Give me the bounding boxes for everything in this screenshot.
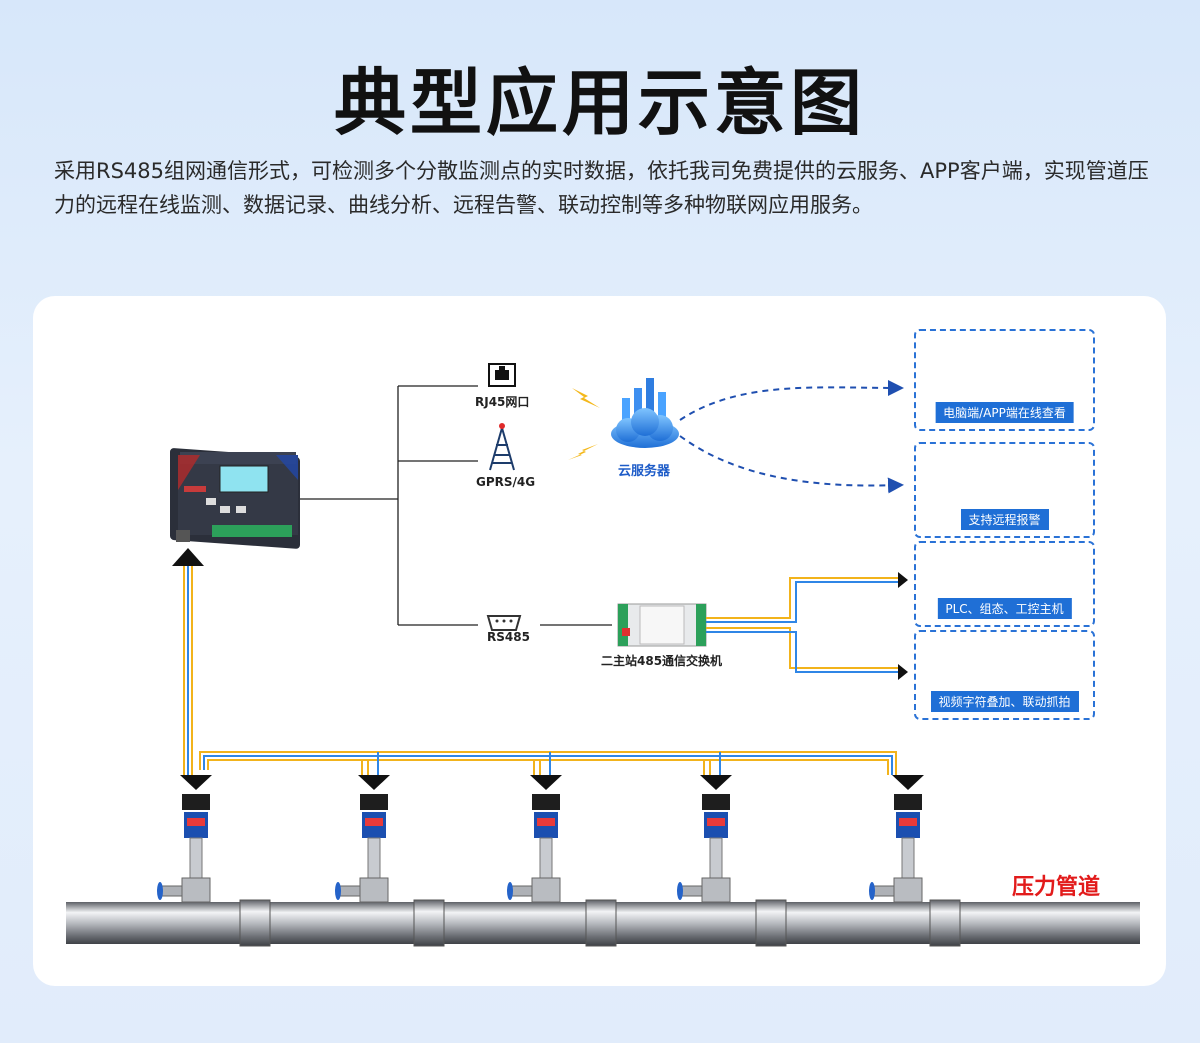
rj45-icon (488, 363, 516, 387)
output-caption: 视频字符叠加、联动抓拍 (930, 691, 1079, 712)
pressure-transmitter (335, 775, 390, 903)
rs485-label: RS485 (487, 630, 530, 644)
output-caption: PLC、组态、工控主机 (937, 598, 1072, 619)
pipe-label: 压力管道 (1012, 875, 1101, 900)
communication-switch (617, 603, 707, 647)
rj45-label: RJ45网口 (475, 395, 530, 409)
output-panel-online-view: 电脑端/APP端在线查看 (914, 329, 1095, 431)
wireless-bolt-icon (568, 388, 600, 460)
gprs-label: GPRS/4G (476, 475, 536, 489)
gprs-tower-icon (489, 423, 515, 471)
output-caption: 支持远程报警 (960, 509, 1049, 530)
rs485-connector-icon (486, 615, 522, 631)
page-description: 采用RS485组网通信形式，可检测多个分散监测点的实时数据，依托我司免费提供的云… (54, 159, 1149, 217)
page-title: 典型应用示意图 (333, 61, 866, 145)
pressure-transmitter (157, 775, 212, 903)
switch-output-lines (706, 572, 908, 680)
pressure-transmitter (677, 775, 732, 903)
switch-label: 二主站485通信交换机 (601, 654, 723, 668)
output-panel-plc: PLC、组态、工控主机 (914, 541, 1095, 627)
cloud-to-outputs-arrows (679, 379, 904, 494)
bus-arrow-up (172, 548, 204, 566)
pressure-pipe (66, 899, 1140, 947)
output-panel-remote-alarm: 支持远程报警 (914, 442, 1095, 538)
rs485-bus (183, 566, 897, 775)
connection-lines (300, 385, 612, 626)
cloud-server-label: 云服务器 (618, 464, 671, 479)
host-controller (170, 448, 300, 549)
pressure-transmitter (507, 775, 562, 903)
output-panel-video: 视频字符叠加、联动抓拍 (914, 630, 1095, 720)
pressure-transmitter (869, 775, 924, 903)
cloud-server-icon (611, 378, 679, 448)
pressure-transmitters (157, 775, 924, 903)
output-caption: 电脑端/APP端在线查看 (935, 402, 1074, 423)
